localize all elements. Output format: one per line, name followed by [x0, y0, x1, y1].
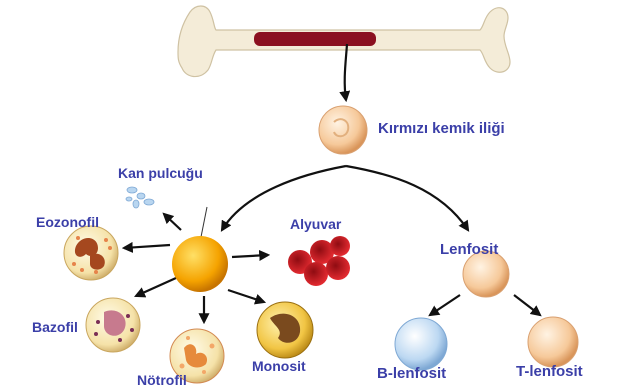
arrow-to-b-lymphocyte [430, 295, 460, 315]
bone [178, 6, 510, 77]
arrow-bone-to-marrow [345, 44, 347, 100]
arrow-to-eosinophil [124, 245, 170, 248]
red-marrow-cell [319, 106, 367, 154]
label-lymphocyte: Lenfosit [440, 242, 498, 257]
label-neutrophil: Nötrofil [137, 373, 187, 387]
myeloid-stem-cell [172, 236, 228, 292]
label-t-lymphocyte: T-lenfosit [516, 364, 583, 379]
arrow-to-monocyte [228, 290, 264, 302]
label-red-marrow: Kırmızı kemik iliği [378, 121, 505, 136]
label-b-lymphocyte: B-lenfosit [377, 366, 446, 381]
label-platelet: Kan pulcuğu [118, 166, 203, 180]
t-lymphocyte-cell [528, 317, 578, 367]
arrow-to-platelet [164, 214, 181, 230]
basophil-cell [86, 298, 140, 352]
label-erythrocyte: Alyuvar [290, 217, 341, 231]
monocyte-cell [257, 302, 313, 358]
erythrocyte-cluster [288, 236, 350, 286]
eosinophil-cell [64, 226, 118, 280]
arrow-to-basophil [136, 278, 176, 296]
bone-marrow [254, 32, 376, 46]
label-eosinophil: Eozonofil [36, 215, 99, 229]
label-basophil: Bazofil [32, 320, 78, 334]
b-lymphocyte-cell [395, 318, 447, 370]
platelet-cluster [126, 187, 154, 208]
arrow-to-erythrocyte [232, 255, 268, 257]
arrow-to-t-lymphocyte [514, 295, 540, 315]
arrow-marrow-to-lymphoid [346, 166, 468, 230]
label-monocyte: Monosit [252, 359, 306, 373]
